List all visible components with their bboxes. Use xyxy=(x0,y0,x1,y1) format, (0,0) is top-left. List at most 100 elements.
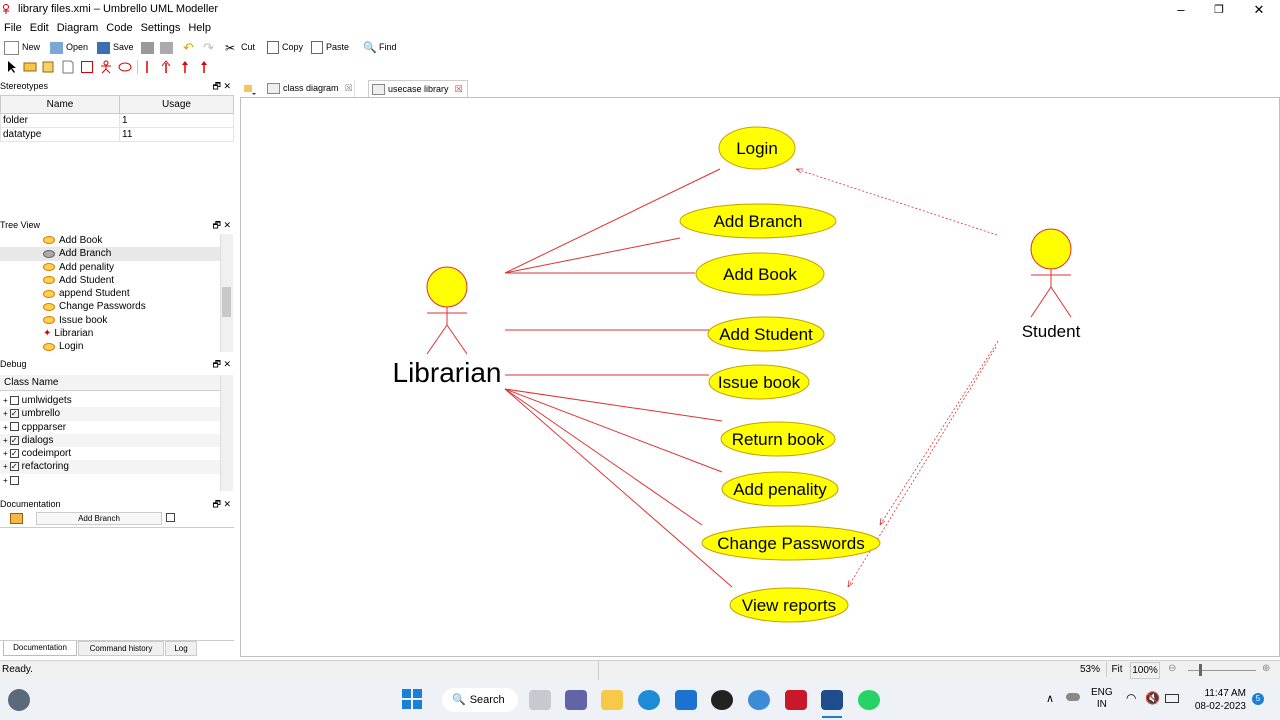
checkbox-checked[interactable]: ✓ xyxy=(9,462,19,472)
undo-button[interactable]: ↶ xyxy=(183,38,199,56)
close-icon[interactable]: ☒ xyxy=(344,83,353,93)
documentation-name-field[interactable]: Add Branch xyxy=(36,512,162,525)
panel-close-icon[interactable]: 🗗 ✕ xyxy=(212,220,232,230)
association-line[interactable] xyxy=(504,388,723,422)
weather-icon[interactable] xyxy=(8,689,30,711)
print-preview-button[interactable] xyxy=(160,38,176,56)
dependency-line[interactable] xyxy=(847,346,997,588)
note-icon[interactable] xyxy=(61,60,75,74)
debug-scrollbar[interactable] xyxy=(220,375,233,491)
tree-item[interactable]: Add Book xyxy=(0,234,220,247)
usecase-add-branch[interactable]: Add Branch xyxy=(679,203,837,239)
checkbox[interactable] xyxy=(9,395,19,405)
dependency-line[interactable] xyxy=(795,168,998,236)
tree-item[interactable]: Change Passwords xyxy=(0,300,220,313)
fit-button[interactable]: Fit xyxy=(1106,662,1127,677)
checkbox[interactable] xyxy=(9,475,19,485)
cut-button[interactable]: ✂Cut xyxy=(225,38,255,56)
diagram-canvas[interactable]: Librarian Student Login Add Branch Add B… xyxy=(240,97,1280,657)
debug-row[interactable]: +✓refactoring xyxy=(0,460,220,474)
umbrello-taskbar-icon[interactable] xyxy=(821,690,843,710)
generalization-icon[interactable] xyxy=(178,60,192,74)
search-box[interactable]: 🔍Search xyxy=(442,688,518,712)
menu-help[interactable]: Help xyxy=(188,22,211,34)
task-view-icon[interactable] xyxy=(529,690,551,710)
dependency-icon[interactable] xyxy=(159,60,173,74)
column-header-name[interactable]: Name xyxy=(0,95,120,114)
zoom-slider[interactable] xyxy=(1188,670,1256,671)
association-line[interactable] xyxy=(504,388,733,588)
actor-librarian[interactable]: Librarian xyxy=(393,266,502,388)
select-arrow-icon[interactable] xyxy=(5,60,19,74)
usecase-change-passwords[interactable]: Change Passwords xyxy=(701,525,881,561)
teams-chat-icon[interactable] xyxy=(565,690,587,710)
paste-button[interactable]: Paste xyxy=(311,38,349,56)
new-button[interactable]: New xyxy=(4,38,40,56)
onedrive-icon[interactable] xyxy=(1066,693,1080,701)
association-line[interactable] xyxy=(504,168,721,274)
tab-documentation[interactable]: Documentation xyxy=(3,641,77,656)
usecase-login[interactable]: Login xyxy=(718,126,796,170)
usecase-add-book[interactable]: Add Book xyxy=(695,252,825,296)
tab-log[interactable]: Log xyxy=(165,641,197,656)
wifi-icon[interactable]: ◠ xyxy=(1126,691,1137,705)
association-line[interactable] xyxy=(504,388,723,473)
find-button[interactable]: 🔍Find xyxy=(363,38,397,56)
zoom-slider-handle[interactable] xyxy=(1199,664,1202,676)
usecase-diagram[interactable]: Librarian Student Login Add Branch Add B… xyxy=(240,97,1280,657)
store-icon[interactable] xyxy=(675,690,697,710)
eclipse-icon[interactable] xyxy=(748,690,770,710)
association-line[interactable] xyxy=(504,237,681,274)
table-cell[interactable]: datatype xyxy=(0,127,120,142)
checkbox-checked[interactable]: ✓ xyxy=(9,435,19,445)
windows-start-icon[interactable] xyxy=(402,689,422,709)
text-line-icon[interactable] xyxy=(42,60,56,74)
column-header-usage[interactable]: Usage xyxy=(119,95,234,114)
panel-close-icon[interactable]: 🗗 ✕ xyxy=(212,499,232,509)
menu-code[interactable]: Code xyxy=(106,22,133,34)
open-button[interactable]: Open xyxy=(50,38,88,56)
usecase-add-penality[interactable]: Add penality xyxy=(721,471,839,507)
menu-file[interactable]: File xyxy=(4,22,22,34)
zoom-icon[interactable] xyxy=(23,60,37,74)
copy-button[interactable]: Copy xyxy=(267,38,303,56)
redo-button[interactable]: ↷ xyxy=(203,38,219,56)
tree-item-selected[interactable]: Add Branch xyxy=(0,247,220,261)
debug-row[interactable]: +✓umbrello xyxy=(0,407,220,421)
debug-row[interactable]: +cppparser xyxy=(3,421,67,433)
checkbox-checked[interactable]: ✓ xyxy=(9,409,19,419)
debug-column-header[interactable]: Class Name xyxy=(0,375,220,391)
file-explorer-icon[interactable] xyxy=(601,690,623,710)
usecase-issue-book[interactable]: Issue book xyxy=(708,364,810,400)
panel-close-icon[interactable]: 🗗 ✕ xyxy=(212,81,232,91)
tree-item[interactable]: Add penality xyxy=(0,261,220,274)
volume-muted-icon[interactable]: 🔇 xyxy=(1145,691,1160,705)
usecase-return-book[interactable]: Return book xyxy=(720,421,836,457)
mcafee-icon[interactable] xyxy=(785,690,807,710)
tab-class-diagram[interactable]: class diagram☒ xyxy=(264,80,355,97)
table-cell[interactable]: folder xyxy=(0,113,120,128)
save-button[interactable]: Save xyxy=(97,38,134,56)
tab-menu-icon[interactable] xyxy=(243,80,257,97)
menu-edit[interactable]: Edit xyxy=(29,22,49,34)
tab-command-history[interactable]: Command history xyxy=(78,641,164,656)
usecase-add-student[interactable]: Add Student xyxy=(707,316,825,352)
dependency-line[interactable] xyxy=(879,340,999,526)
tree-item[interactable]: Issue book xyxy=(0,314,220,327)
box-icon[interactable] xyxy=(80,60,94,74)
usecase-view-reports[interactable]: View reports xyxy=(729,587,849,623)
debug-row[interactable]: + xyxy=(0,474,220,487)
table-cell[interactable]: 1 xyxy=(119,113,234,128)
restore-button[interactable]: ❐ xyxy=(1214,4,1224,16)
documentation-checkbox[interactable] xyxy=(166,513,175,522)
association-icon[interactable] xyxy=(140,60,154,74)
menu-settings[interactable]: Settings xyxy=(140,22,181,34)
debug-row[interactable]: +✓codeimport xyxy=(3,448,72,460)
scrollbar-thumb[interactable] xyxy=(222,287,231,317)
association-line[interactable] xyxy=(504,388,703,526)
battery-icon[interactable] xyxy=(1165,694,1179,703)
tree-item[interactable]: Add Student xyxy=(0,274,220,287)
directed-association-icon[interactable] xyxy=(197,60,211,74)
github-icon[interactable] xyxy=(711,690,733,710)
